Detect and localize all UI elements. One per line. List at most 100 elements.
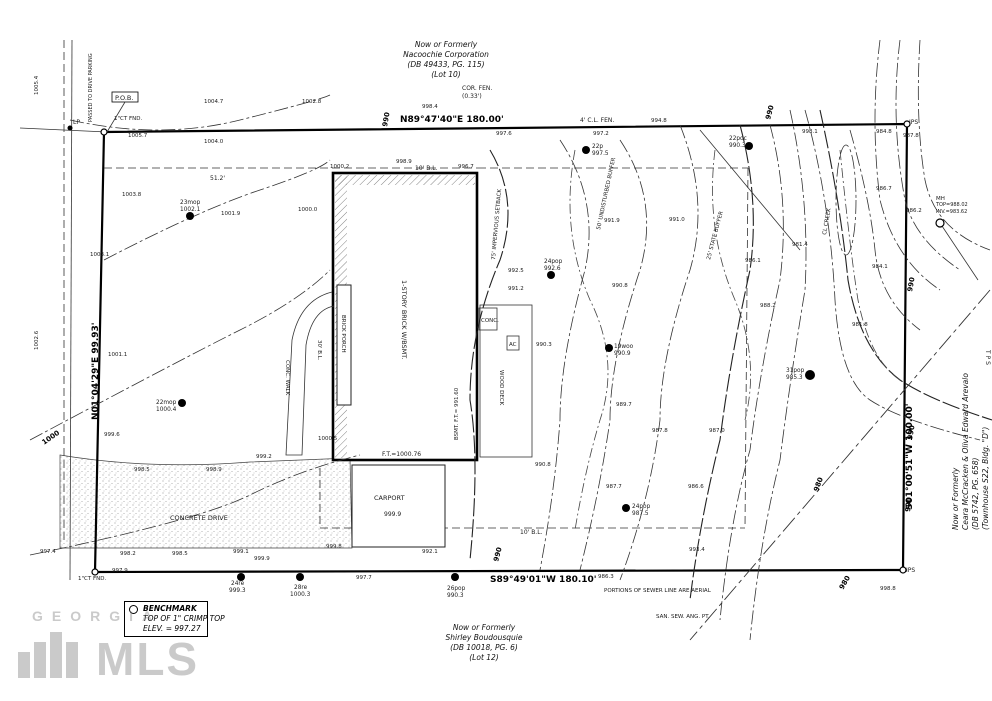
owner-east: Now or Formerly Ceara McCracken & Oliva … bbox=[951, 373, 990, 530]
san-sew-note: SAN. SEW. ANG. PT. bbox=[656, 614, 710, 620]
benchmark-line1: TOP OF 1" CRIMP TOP bbox=[143, 614, 225, 623]
spot-elev: 991.9 bbox=[604, 218, 620, 224]
bearing-north: N89°47'40"E 180.00' bbox=[400, 115, 504, 125]
tree-elev: 990.9 bbox=[614, 351, 631, 357]
ctfnd-bottom: 1"CT FND. bbox=[78, 576, 106, 582]
spot-elev: 992.1 bbox=[422, 549, 438, 555]
dim-512: 51.2' bbox=[210, 175, 225, 182]
owner-south-l4: (Lot 12) bbox=[469, 653, 499, 662]
wood-deck bbox=[479, 304, 533, 458]
pob-label: P.O.B. bbox=[115, 94, 133, 102]
contour-984b bbox=[895, 39, 961, 271]
spot-elev: 997.9 bbox=[112, 568, 128, 574]
buffer-75-label: 75' IMPERVIOUS SETBACK bbox=[491, 188, 503, 260]
tree-elev: 992.6 bbox=[544, 266, 561, 272]
concrete-walk bbox=[285, 291, 335, 456]
spot-elev: 988.2 bbox=[760, 303, 776, 309]
watermark-logo-icon bbox=[18, 632, 78, 678]
spot-elev: 987.8 bbox=[903, 133, 919, 139]
contour-982 bbox=[719, 124, 784, 621]
tree-label: 24pop bbox=[544, 259, 563, 265]
spot-elev: 981.4 bbox=[792, 242, 808, 248]
spot-elev: 990.8 bbox=[612, 283, 628, 289]
tree-elev: 987.5 bbox=[632, 511, 649, 517]
buffer-line-east bbox=[744, 167, 749, 529]
spot-elev: 999.6 bbox=[104, 432, 120, 438]
spot-elev: 998.8 bbox=[880, 586, 896, 592]
contour-978 bbox=[804, 109, 981, 441]
contour-986b bbox=[917, 39, 991, 251]
fence-line-north bbox=[19, 127, 108, 133]
tree-elev: 990.3 bbox=[729, 143, 746, 149]
spot-elev: 998.9 bbox=[206, 467, 222, 473]
contour-990a bbox=[469, 149, 509, 561]
concrete-drive-area bbox=[59, 454, 353, 549]
spot-elev: 984.1 bbox=[872, 264, 888, 270]
spot-elev: 990.3 bbox=[536, 342, 552, 348]
benchmark-legend: BENCHMARK TOP OF 1" CRIMP TOP ELEV. = 99… bbox=[124, 601, 225, 637]
contour-1002 bbox=[103, 159, 331, 261]
tree-elev: 985.3 bbox=[786, 375, 803, 381]
bearing-south: S89°49'01"W 180.10' bbox=[490, 575, 597, 585]
owner-east-l3: (DB 5742, PG. 658) bbox=[971, 457, 980, 530]
spot-elev: 999.9 bbox=[254, 556, 270, 562]
spot-elev: 997.6 bbox=[496, 131, 512, 137]
carport-elev: 999.9 bbox=[384, 511, 401, 518]
spot-elev: 1004.0 bbox=[204, 139, 224, 145]
spot-elev: 993.4 bbox=[689, 547, 705, 553]
owner-east-l1: Now or Formerly bbox=[951, 467, 960, 530]
passed-note: PASSED TO DRIVE PARKING bbox=[88, 53, 94, 122]
house-footprint bbox=[331, 171, 479, 462]
tree-elev: 997.5 bbox=[592, 151, 609, 157]
lp-label: LP bbox=[73, 119, 80, 126]
contour-1004 bbox=[69, 94, 331, 131]
spot-elev: 981.8 bbox=[852, 322, 868, 328]
spot-elev: 998.9 bbox=[396, 159, 412, 165]
spot-elev: 1004.7 bbox=[204, 99, 224, 105]
spot-elev: 996.7 bbox=[458, 164, 474, 170]
tree-label: 26pop bbox=[447, 586, 466, 592]
spot-elev: 997.7 bbox=[356, 575, 372, 581]
corner-pin-ne bbox=[903, 120, 911, 128]
cl-fen: 4' C.L. FEN. bbox=[580, 117, 614, 124]
contour-label: 990 bbox=[906, 424, 916, 440]
mh-label: MH bbox=[936, 196, 945, 202]
spot-elev: 986.2 bbox=[906, 208, 922, 214]
spot-elev: 987.0 bbox=[709, 428, 725, 434]
mh-top: TOP=988.02 bbox=[935, 202, 968, 208]
contour-980 bbox=[749, 109, 807, 641]
contour-982b bbox=[874, 39, 941, 291]
carport-label: CARPORT bbox=[374, 494, 405, 502]
spot-elev: 1005.4 bbox=[34, 75, 40, 95]
spot-elev: 1003.8 bbox=[122, 192, 142, 198]
mls-watermark: GEORGIA MLS bbox=[4, 608, 204, 698]
spot-elev: 997.2 bbox=[593, 131, 609, 137]
bsmt-ft-label: BSMT. F.T.= 991.60 bbox=[454, 387, 460, 440]
spot-elev: 1002.6 bbox=[34, 330, 40, 350]
corner-pin-se bbox=[899, 566, 907, 574]
walk-label: CONC. WALK bbox=[284, 360, 290, 396]
spot-elev: 986.3 bbox=[598, 574, 614, 580]
house-hatch-top bbox=[335, 175, 475, 185]
spot-elev: 994.8 bbox=[651, 118, 667, 124]
tree-markers bbox=[178, 142, 815, 581]
spot-elev: 987.8 bbox=[652, 428, 668, 434]
contour-label: 990 bbox=[381, 111, 391, 127]
owner-north-l2: Nacoochie Corporation bbox=[403, 50, 489, 59]
owner-north-l4: (Lot 10) bbox=[431, 70, 461, 79]
spot-elev: 998.1 bbox=[802, 129, 818, 135]
tree-label: 28re bbox=[294, 585, 308, 591]
spot-elev: 992.5 bbox=[508, 268, 524, 274]
owner-east-l2: Ceara McCracken & Oliva Edward Arevalo bbox=[961, 373, 970, 530]
house-label: 1-STORY BRICK W/BSMT. bbox=[400, 280, 408, 360]
owner-north-l1: Now or Formerly bbox=[415, 40, 478, 49]
bl-rear: 10' B.L. bbox=[520, 529, 543, 536]
sewer-note: PORTIONS OF SEWER LINE ARE AERIAL bbox=[604, 588, 712, 594]
spot-elev: 984.8 bbox=[876, 129, 892, 135]
owner-north-l3: (DB 49433, PG. 115) bbox=[407, 60, 484, 69]
sewer-spur bbox=[939, 222, 979, 281]
conc-pad bbox=[478, 307, 498, 331]
spot-elev: 991.0 bbox=[669, 217, 685, 223]
buffer-25-label: 25' STATE BUFFER bbox=[706, 210, 725, 260]
